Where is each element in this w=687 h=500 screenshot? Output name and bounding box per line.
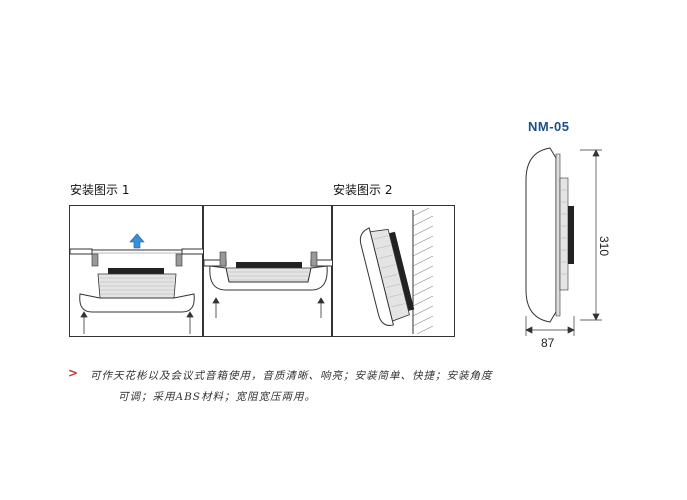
height-dimension bbox=[580, 149, 602, 321]
speaker-bezel bbox=[79, 293, 195, 313]
model-title: NM-05 bbox=[528, 119, 570, 134]
push-arrows bbox=[212, 297, 325, 318]
note-marker: > bbox=[68, 366, 79, 380]
figure-2-label: 安装图示 2 bbox=[333, 183, 393, 197]
speaker-bezel bbox=[525, 147, 557, 323]
flush-mount-drawing bbox=[204, 251, 333, 318]
height-value: 310 bbox=[597, 236, 611, 256]
clamp-right bbox=[175, 253, 183, 267]
note-line-1: 可作天花彬以及会议式音箱使用，音质清晰、响亮；安装简单、快捷；安装角度 bbox=[90, 370, 493, 382]
note-line-2: 可调；采用ABS材料；宽阻宽压兩用。 bbox=[118, 391, 316, 403]
push-arrows bbox=[80, 311, 194, 334]
speaker-back bbox=[108, 268, 164, 274]
speaker-bezel bbox=[209, 265, 328, 291]
speaker-grille bbox=[559, 177, 569, 291]
wall-mount-drawing bbox=[359, 207, 434, 335]
up-arrow-icon bbox=[129, 233, 145, 249]
width-dimension bbox=[525, 316, 575, 336]
ceiling-board-right bbox=[181, 248, 204, 255]
ceiling-board-left bbox=[70, 248, 93, 255]
wall-hatch bbox=[412, 207, 434, 335]
clamp-left bbox=[91, 253, 99, 267]
speaker-back bbox=[568, 206, 574, 264]
width-value: 87 bbox=[541, 336, 555, 350]
description-note: 可作天花彬以及会议式音箱使用，音质清晰、响亮；安装简单、快捷；安装角度 可调；采… bbox=[90, 366, 650, 408]
figure-1-label: 安装图示 1 bbox=[70, 183, 130, 197]
installation-panel-2 bbox=[203, 205, 333, 337]
installation-panel-3 bbox=[332, 205, 455, 337]
angled-speaker bbox=[359, 227, 415, 326]
installation-panel-1 bbox=[69, 205, 204, 337]
dimension-drawing: 310 87 bbox=[525, 147, 611, 350]
speaker-back bbox=[236, 262, 302, 268]
ceiling-mount-drawing bbox=[70, 233, 204, 334]
